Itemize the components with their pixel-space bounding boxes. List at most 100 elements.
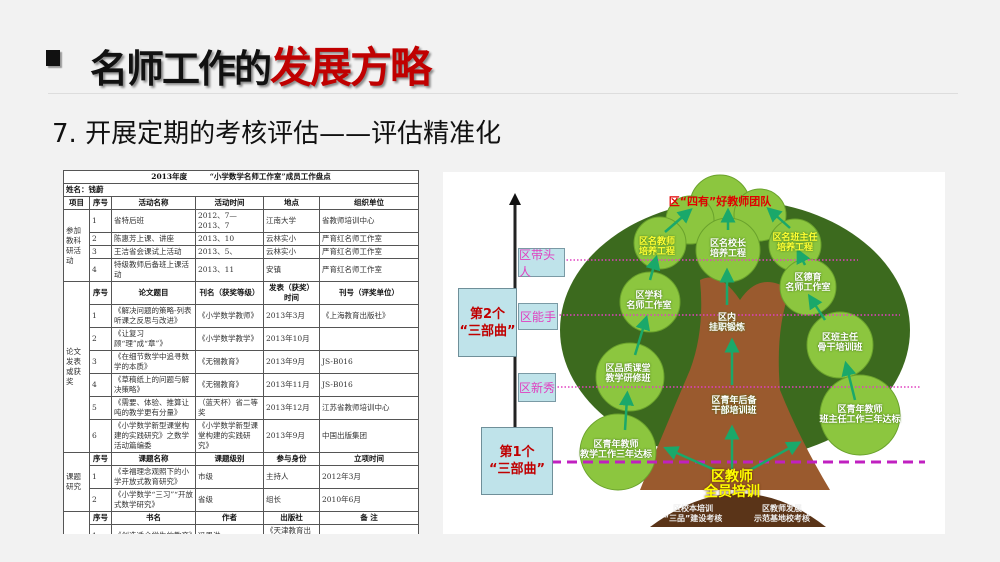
teacher-name: 姓名：钱蔚	[63, 183, 419, 197]
table-cell: 王洁省会课试上活动	[111, 245, 196, 259]
level-newcomer: 区新秀	[518, 373, 556, 402]
table-cell: 《天津教育出版社》	[263, 524, 320, 534]
level-leader: 区带头人	[518, 248, 565, 279]
table-cell: 省特后班	[111, 209, 196, 233]
column-header: 刊号（评奖单位）	[319, 281, 419, 305]
node-quality-class: 区品质课堂 教学研修班	[605, 364, 651, 384]
table-cell: 2013、10	[195, 232, 264, 246]
column-header: 活动时间	[195, 196, 264, 210]
table-cell: 4	[89, 373, 112, 397]
title-red: 发展方略	[270, 43, 432, 92]
teacher-development-tree-image: 区“四有”好教师团队 区名教师 培养工程 区名校长 培养工程 区名班主任 培养工…	[443, 172, 945, 534]
tree-trunk	[640, 277, 830, 490]
table-cell: 云林实小	[263, 232, 320, 246]
node-famous-teacher: 区名教师 培养工程	[638, 237, 676, 257]
axis-arrow-icon	[509, 193, 521, 205]
table-cell: 《无锡教育》	[195, 350, 264, 374]
node-moral-studio: 区德育 名师工作室	[785, 273, 831, 293]
node-base-school: 区教师发展 示范基地校考核	[754, 504, 810, 523]
table-header-row: 序号书名作者出版社备 注	[63, 511, 419, 534]
table-cell: 严育红名师工作室	[319, 245, 419, 259]
column-header: 地点	[263, 196, 320, 210]
table-cell: JS-B016	[319, 350, 419, 374]
table-cell: 2	[89, 232, 112, 246]
table-title: 2013年度 “小学数学名师工作室”成员工作盘点	[63, 170, 419, 184]
column-header: 活动名称	[111, 196, 196, 210]
stage-2-box: 第2个“三部曲”	[458, 288, 517, 357]
node-head-teacher-class: 区班主任 骨干培训班	[817, 333, 863, 353]
table-cell: 《创造适合学生的教育》	[111, 524, 197, 534]
table-cell: 2013年9月	[263, 419, 320, 453]
table-name-row: 姓名：钱蔚	[63, 183, 419, 197]
subtitle: 7. 开展定期的考核评估——评估精准化	[52, 119, 502, 149]
table-cell: 省级	[195, 488, 264, 512]
table-cell	[319, 524, 419, 534]
table-cell: 2	[89, 488, 112, 512]
level-expert: 区能手	[518, 303, 558, 330]
table-cell: 陈惠芳上课、讲座	[111, 232, 196, 246]
table-row: 6《小学数学新型课堂构建的实践研究》之数学活动篇编委《小学数学新型课堂构建的实践…	[64, 419, 419, 453]
table-cell: 中国出版集团	[319, 419, 419, 453]
table-cell: 《需要、体验、推算让吨的教学更有分量》	[111, 396, 196, 420]
table-cell: 《解决问题的策略-列表听课之反思与改进》	[111, 304, 196, 328]
work-review-table-image: 2013年度 “小学数学名师工作室”成员工作盘点姓名：钱蔚项目序号活动名称活动时…	[63, 170, 419, 534]
table-cell: 1	[89, 304, 112, 328]
table-cell: 组长	[263, 488, 320, 512]
table-cell: 省教师培训中心	[319, 209, 419, 233]
node-post-training: 区内 挂职锻炼	[708, 313, 746, 333]
column-header: 组织单位	[319, 196, 419, 210]
table-cell: 《小学数学新型课堂构建的实践研究》之数学活动篇编委	[111, 419, 196, 453]
table-cell: 2013年12月	[263, 396, 320, 420]
slide-title: 名师工作的发展方略	[90, 34, 432, 95]
table-cell: 5	[89, 396, 112, 420]
table-cell: 特级教师后备班上课活动	[111, 258, 196, 282]
node-cadre-class: 区青年后备 干部培训班	[711, 396, 757, 416]
table-cell: 《让复习顾“理”成“章”》	[111, 327, 196, 351]
table-row: 1《解决问题的策略-列表听课之反思与改进》《小学数学教师》2013年3月《上海教…	[64, 304, 419, 328]
table-cell: 3	[89, 245, 112, 259]
column-header: 立项时间	[319, 452, 419, 466]
table-row: 1《创造适合学生的教育》冯恩洪《天津教育出版社》	[64, 524, 419, 534]
tree-leaf-clusters	[579, 174, 901, 491]
column-header: 发表（获奖）时间	[263, 281, 320, 305]
table-cell: 《小学数学教学》	[195, 327, 264, 351]
column-header: 论文题目	[111, 281, 196, 305]
table-cell: 2010年6月	[319, 488, 419, 512]
category-cell: 论文发表或获奖	[63, 281, 90, 453]
column-header: 序号	[89, 281, 112, 305]
table-cell: 3	[89, 350, 112, 374]
table-row: 2《让复习顾“理”成“章”》《小学数学教学》2013年10月	[64, 327, 419, 351]
node-subject-studio: 区学科 名师工作室	[626, 291, 672, 311]
column-header: 序号	[89, 196, 112, 210]
node-famous-head-teacher: 区名班主任 培养工程	[772, 233, 818, 253]
work-review-table: 2013年度 “小学数学名师工作室”成员工作盘点姓名：钱蔚项目序号活动名称活动时…	[63, 170, 419, 534]
column-header: 刊名（获奖等级）	[195, 281, 264, 305]
table-cell: 安镇	[263, 258, 320, 282]
table-cell: 云林实小	[263, 245, 320, 259]
table-cell: 1	[89, 209, 112, 233]
column-header: 课题级别	[195, 452, 264, 466]
column-header: 备 注	[319, 511, 419, 525]
stage-1-box: 第1个“三部曲”	[481, 427, 553, 495]
bullet-square-icon	[46, 50, 60, 66]
column-header: 项目	[63, 196, 90, 210]
table-cell: 严育红名师工作室	[319, 232, 419, 246]
table-cell: 1	[89, 465, 112, 489]
table-header-row: 论文发表或获奖序号论文题目刊名（获奖等级）发表（获奖）时间刊号（评奖单位）	[63, 281, 419, 453]
node-famous-principal: 区名校长 培养工程	[709, 239, 747, 259]
table-cell: JS-B016	[319, 373, 419, 397]
table-cell: 市级	[195, 465, 264, 489]
soil-mound	[650, 493, 826, 527]
category-cell: 参加教科研活动	[63, 209, 90, 282]
table-cell: 2013、5、	[195, 245, 264, 259]
table-header-row: 课题研究序号课题名称课题级别参与身份立项时间	[63, 452, 419, 512]
table-header-row: 项目序号活动名称活动时间地点组织单位	[63, 196, 419, 210]
